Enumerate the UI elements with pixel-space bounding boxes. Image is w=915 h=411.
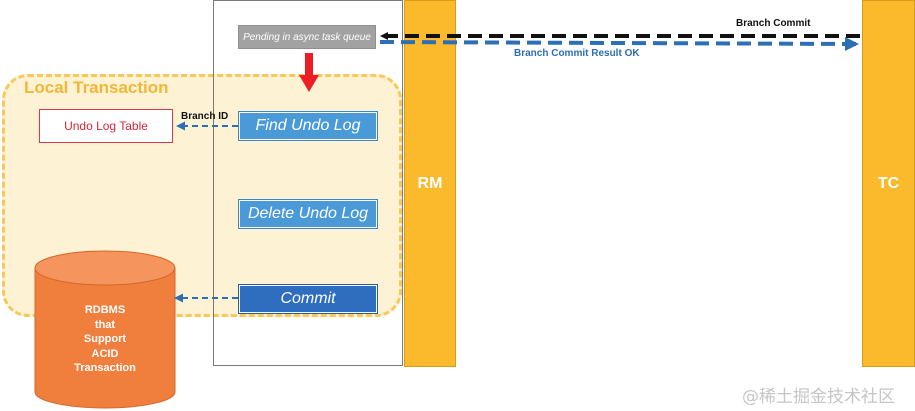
- undo-log-table: Undo Log Table: [39, 109, 173, 143]
- tc-participant: TC: [862, 0, 915, 367]
- rm-label: RM: [417, 174, 443, 192]
- local-transaction-label: Local Transaction: [24, 78, 169, 97]
- rm-process-frame: [213, 0, 403, 366]
- down-arrow: [299, 53, 319, 92]
- database-line: Transaction: [74, 362, 136, 374]
- branch-commit-result-label: Branch Commit Result OK: [514, 48, 640, 59]
- database-cylinder: [34, 250, 176, 409]
- commit-step: Commit: [238, 284, 378, 314]
- database-line: RDBMS: [84, 304, 126, 316]
- branch-commit-label: Branch Commit: [736, 18, 811, 29]
- database-label: RDBMS that Support ACID Transaction: [40, 303, 170, 376]
- database-line: that: [94, 318, 116, 331]
- find-undo-log-step: Find Undo Log: [238, 111, 378, 141]
- branch-commit-result-arrow: [379, 36, 859, 51]
- branch-id-label: Branch ID: [181, 111, 229, 122]
- rm-participant: RM: [404, 0, 456, 367]
- pending-queue-box: Pending in async task queue: [238, 25, 376, 49]
- database-line: ACID: [91, 347, 119, 360]
- watermark: @稀土掘金技术社区: [742, 387, 895, 407]
- tc-label: TC: [877, 174, 900, 192]
- delete-undo-log-step: Delete Undo Log: [238, 199, 378, 229]
- database-line: Support: [83, 333, 127, 345]
